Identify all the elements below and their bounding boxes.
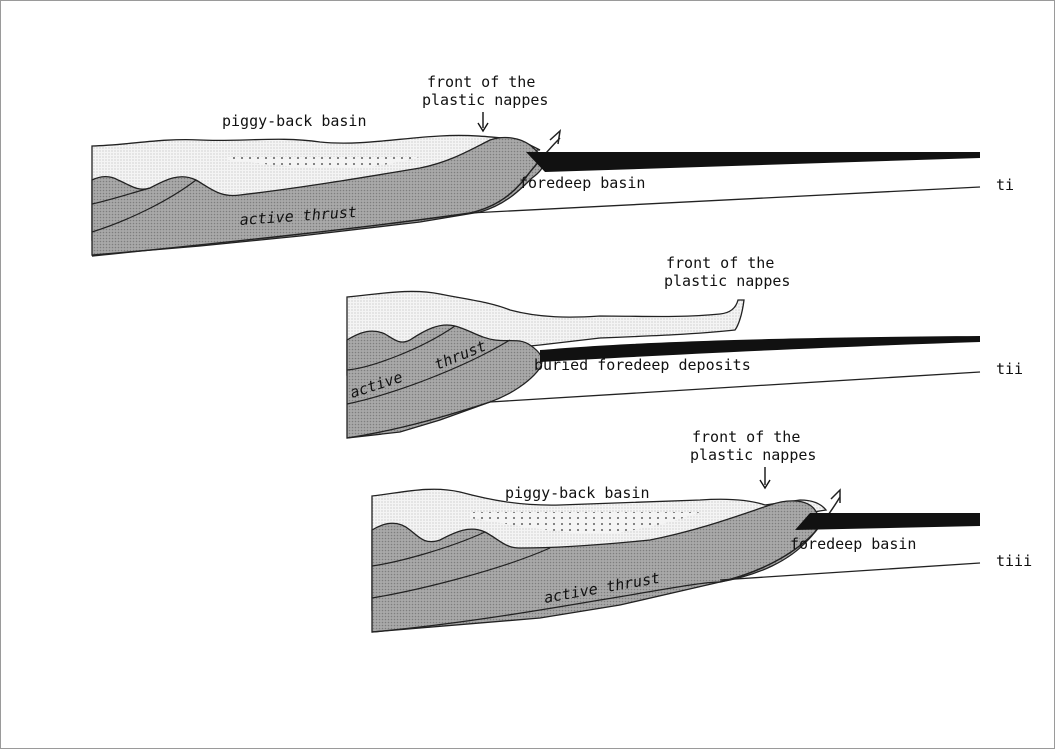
panel-ti: front of the plastic nappes piggy-back b… — [92, 73, 1014, 256]
time-label-tii: tii — [996, 360, 1023, 378]
front-label-tii-1: front of the — [666, 254, 774, 272]
basin-label-ti: piggy-back basin — [222, 112, 367, 130]
foredeep-wedge-tiii — [795, 513, 980, 530]
panel-tii: front of the plastic nappes buried fored… — [347, 254, 1023, 438]
front-label-tii-2: plastic nappes — [664, 272, 790, 290]
front-label-tiii-1: front of the — [692, 428, 800, 446]
foredeep-label-ti: foredeep basin — [519, 174, 645, 192]
time-label-tiii: tiii — [996, 552, 1032, 570]
front-label-tiii-2: plastic nappes — [690, 446, 816, 464]
front-label-ti-2: plastic nappes — [422, 91, 548, 109]
time-label-ti: ti — [996, 176, 1014, 194]
foredeep-wedge-ti — [526, 152, 980, 172]
foredeep-label-tii: buried foredeep deposits — [534, 356, 751, 374]
panel-tiii: front of the plastic nappes piggy-back b… — [372, 428, 1032, 632]
basin-label-tiii: piggy-back basin — [505, 484, 650, 502]
foredeep-label-tiii: foredeep basin — [790, 535, 916, 553]
front-label-ti-1: front of the — [427, 73, 535, 91]
